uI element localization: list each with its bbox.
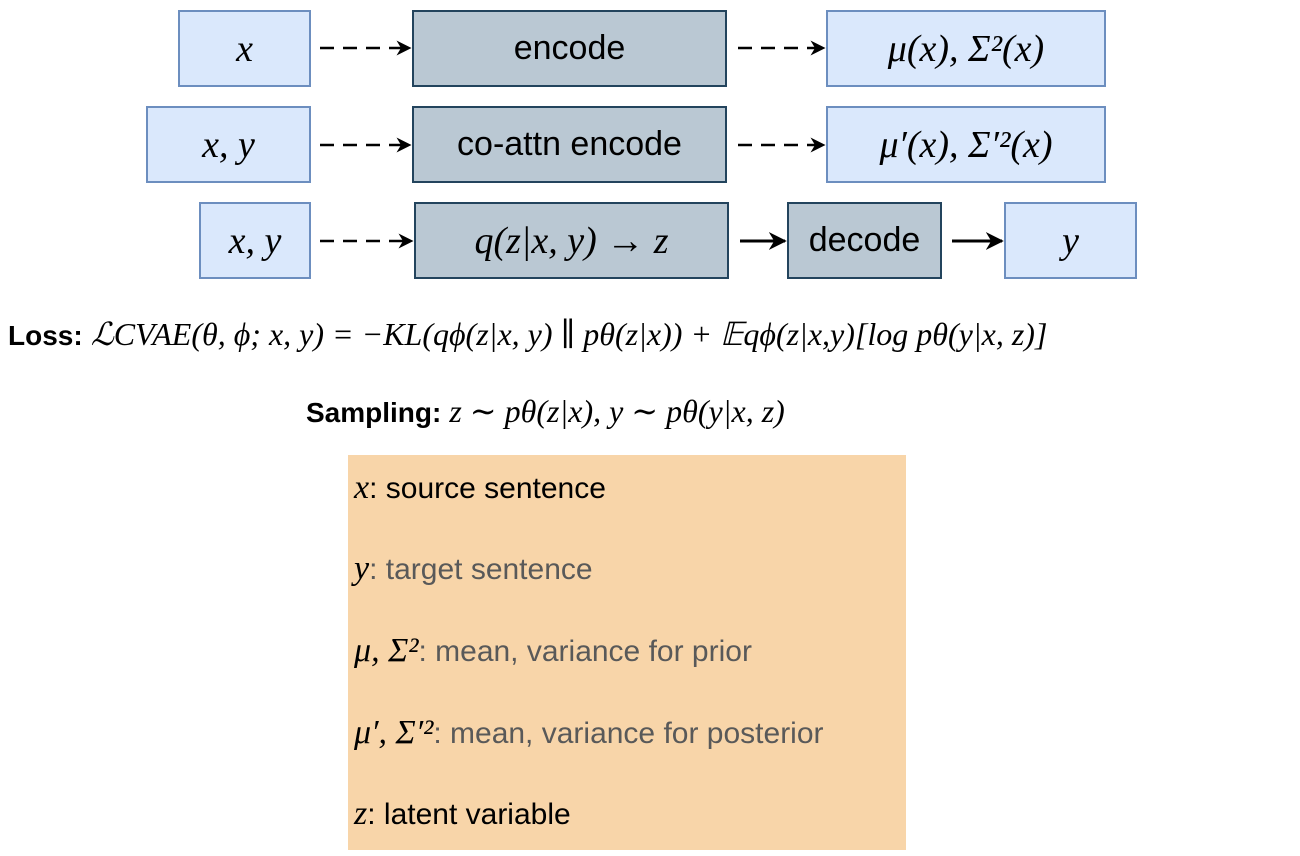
posterior-sample-box: q(z|x, y) → z: [414, 202, 729, 279]
notation-legend: x: source sentence y: target sentence μ,…: [348, 455, 906, 850]
loss-formula: Loss: ℒCVAE(θ, ϕ; x, y) = −KL(qϕ(z|x, y)…: [8, 315, 1047, 353]
prior-output-box: μ(x), Σ²(x): [826, 10, 1106, 87]
posterior-output-box: μ′(x), Σ′²(x): [826, 106, 1106, 183]
legend-desc-y: : target sentence: [369, 553, 593, 586]
output-y-box: y: [1004, 202, 1137, 279]
posterior-output-label: μ′(x), Σ′²(x): [879, 123, 1053, 166]
input-xy-label-2: x, y: [228, 219, 282, 262]
legend-desc-prior: : mean, variance for prior: [418, 635, 752, 668]
sampling-formula: Sampling: z ∼ pθ(z|x), y ∼ pθ(y|x, z): [306, 392, 785, 430]
input-x-box: x: [178, 10, 311, 87]
legend-symbol-x: x: [354, 469, 370, 506]
prior-output-label: μ(x), Σ²(x): [887, 27, 1045, 70]
legend-symbol-y: y: [354, 550, 370, 587]
posterior-sample-label: q(z|x, y) → z: [474, 219, 669, 262]
input-x-label: x: [236, 27, 253, 70]
loss-expression: ℒCVAE(θ, ϕ; x, y) = −KL(qϕ(z|x, y) ∥ pθ(…: [90, 316, 1048, 352]
legend-desc-posterior: : mean, variance for posterior: [433, 717, 824, 750]
input-xy-box: x, y: [146, 106, 311, 183]
legend-symbol-posterior: μ′, Σ′²: [354, 714, 434, 751]
legend-desc-x: : source sentence: [369, 472, 606, 505]
legend-item-z: z: latent variable: [354, 795, 571, 833]
legend-desc-z: : latent variable: [367, 798, 571, 831]
input-xy-label: x, y: [202, 123, 255, 166]
encode-label: encode: [513, 29, 626, 67]
decode-label: decode: [808, 221, 921, 259]
flow-arrows: [320, 40, 1004, 250]
sampling-label: Sampling:: [306, 397, 442, 428]
output-y-label: y: [1062, 219, 1079, 262]
legend-item-prior: μ, Σ²: mean, variance for prior: [354, 632, 752, 670]
legend-item-x: x: source sentence: [354, 469, 606, 507]
loss-label: Loss:: [8, 320, 83, 351]
encode-box: encode: [412, 10, 727, 87]
decode-box: decode: [787, 202, 942, 279]
legend-item-y: y: target sentence: [354, 550, 593, 588]
legend-symbol-z: z: [354, 795, 368, 832]
legend-symbol-prior: μ, Σ²: [354, 632, 419, 669]
coattn-encode-label: co-attn encode: [457, 125, 682, 163]
legend-item-posterior: μ′, Σ′²: mean, variance for posterior: [354, 714, 824, 752]
input-xy-box-2: x, y: [199, 202, 311, 279]
coattn-encode-box: co-attn encode: [412, 106, 727, 183]
sampling-expression: z ∼ pθ(z|x), y ∼ pθ(y|x, z): [449, 393, 785, 429]
